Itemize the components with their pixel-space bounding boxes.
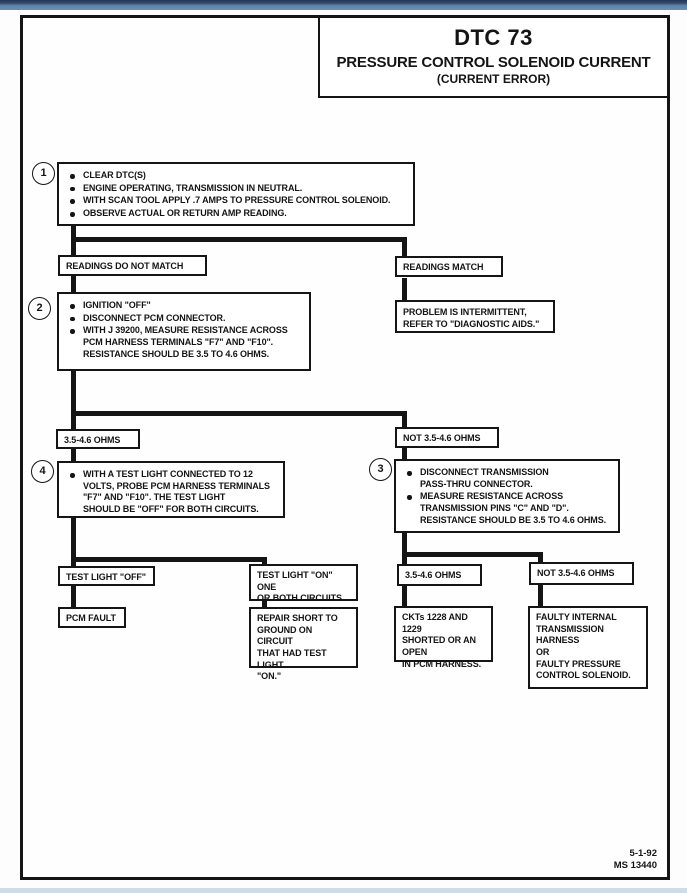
step-number-2: 2 <box>28 297 51 320</box>
footer-revision: 5-1-92 MS 13440 <box>614 848 657 872</box>
readings-do-not-match-box: READINGS DO NOT MATCH <box>58 255 207 276</box>
connector <box>262 557 267 566</box>
footer-code: MS 13440 <box>613 859 657 871</box>
connector <box>538 584 543 607</box>
connector <box>402 447 407 460</box>
not-ohms-mid-box: NOT 3.5-4.6 OHMS <box>395 427 499 448</box>
connector <box>538 552 543 564</box>
connector <box>402 552 543 557</box>
connector <box>71 585 76 608</box>
connector <box>262 600 267 608</box>
footer-date: 5-1-92 <box>629 848 657 859</box>
step1-box: CLEAR DTC(S) ENGINE OPERATING, TRANSMISS… <box>57 162 415 226</box>
step-number-1: 1 <box>32 162 55 185</box>
page-subtitle: PRESSURE CONTROL SOLENOID CURRENT <box>336 54 651 71</box>
connector <box>402 585 407 607</box>
connector <box>71 370 76 430</box>
step2-bullet: IGNITION "OFF" <box>67 300 301 312</box>
step2-bullet: DISCONNECT PCM CONNECTOR. <box>67 313 301 325</box>
ohms-mid-box: 3.5-4.6 OHMS <box>56 429 140 449</box>
page-title: DTC 73 <box>454 25 533 50</box>
connector <box>402 532 407 565</box>
readings-match-box: READINGS MATCH <box>395 256 503 277</box>
connector <box>71 448 76 462</box>
connector <box>71 411 407 416</box>
connector <box>402 237 407 258</box>
ohms-bottom-box: 3.5-4.6 OHMS <box>397 564 482 586</box>
top-blue-bar <box>0 0 687 10</box>
step2-box: IGNITION "OFF" DISCONNECT PCM CONNECTOR.… <box>57 292 311 371</box>
ckts-fault-box: CKTs 1228 AND 1229 SHORTED OR AN OPEN IN… <box>394 606 493 669</box>
faulty-harness-box: FAULTY INTERNAL TRANSMISSION HARNESS OR … <box>528 606 648 689</box>
step2-bullet: WITH J 39200, MEASURE RESISTANCE ACROSS … <box>67 325 301 360</box>
test-light-off-box: TEST LIGHT "OFF" <box>58 566 155 586</box>
step1-bullet: OBSERVE ACTUAL OR RETURN AMP READING. <box>67 208 405 220</box>
step-number-4: 4 <box>31 460 54 483</box>
step3-box: DISCONNECT TRANSMISSION PASS-THRU CONNEC… <box>394 459 620 533</box>
step3-bullet: DISCONNECT TRANSMISSION PASS-THRU CONNEC… <box>404 467 610 490</box>
step4-bullet: WITH A TEST LIGHT CONNECTED TO 12 VOLTS,… <box>67 469 275 516</box>
repair-short-box: REPAIR SHORT TO GROUND ON CIRCUIT THAT H… <box>249 607 358 681</box>
connector <box>402 411 407 428</box>
bottom-blue-bar <box>0 888 687 893</box>
title-box: DTC 73 PRESSURE CONTROL SOLENOID CURRENT… <box>318 15 670 98</box>
connector <box>71 517 76 567</box>
step4-box: WITH A TEST LIGHT CONNECTED TO 12 VOLTS,… <box>57 461 285 518</box>
problem-intermittent-box: PROBLEM IS INTERMITTENT, REFER TO "DIAGN… <box>395 300 555 333</box>
page-subtitle-2: (CURRENT ERROR) <box>436 72 551 86</box>
connector <box>71 276 76 293</box>
step3-bullet: MEASURE RESISTANCE ACROSS TRANSMISSION P… <box>404 491 610 526</box>
test-light-on-box: TEST LIGHT "ON" ONE OR BOTH CIRCUITS <box>249 564 358 603</box>
connector <box>402 278 407 301</box>
connector <box>71 557 267 562</box>
step1-bullet: WITH SCAN TOOL APPLY .7 AMPS TO PRESSURE… <box>67 195 405 207</box>
step1-bullet: ENGINE OPERATING, TRANSMISSION IN NEUTRA… <box>67 183 405 195</box>
not-ohms-bottom-box: NOT 3.5-4.6 OHMS <box>529 562 634 585</box>
connector <box>71 237 407 242</box>
step-number-3: 3 <box>369 458 392 481</box>
pcm-fault-box: PCM FAULT <box>58 607 126 628</box>
step1-bullet: CLEAR DTC(S) <box>67 170 405 182</box>
